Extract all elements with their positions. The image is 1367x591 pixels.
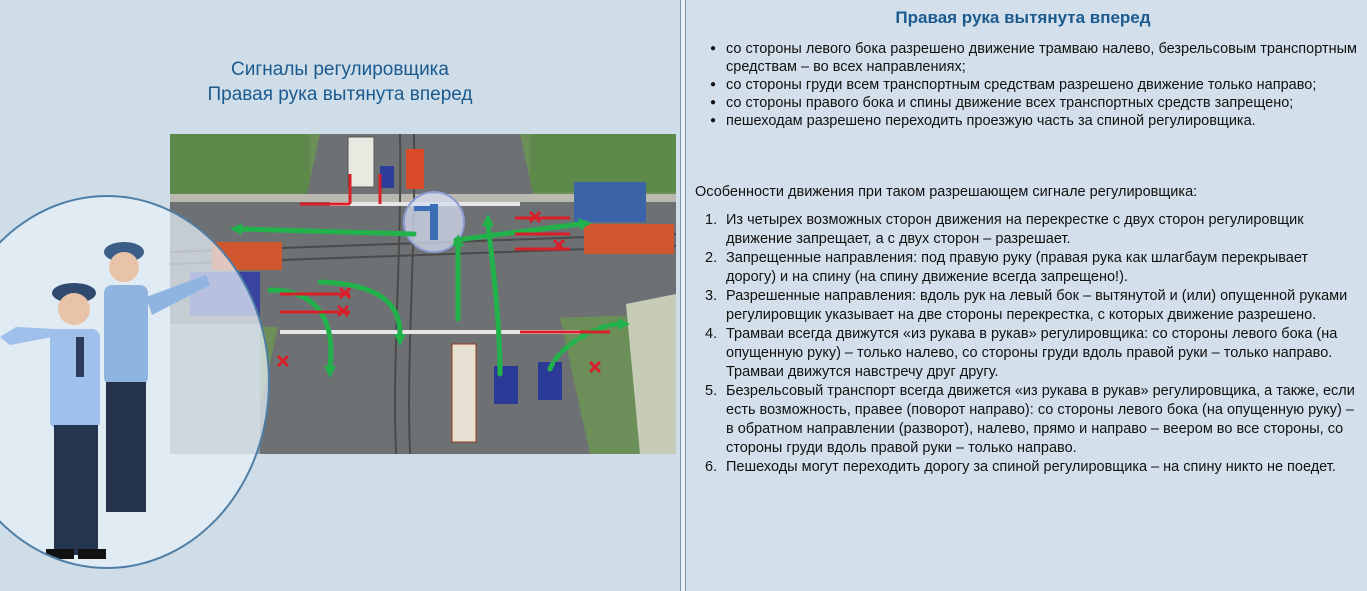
list-item: 2. Запрещенные направления: под правую ру…	[705, 249, 1355, 287]
right-title: Правая рука вытянута вперед	[895, 8, 1151, 27]
pane-divider[interactable]	[680, 0, 686, 591]
left-title-line1: Сигналы регулировщика	[231, 59, 449, 80]
list-item: со стороны груди всем транспортным средс…	[708, 76, 1358, 94]
list-item: 4. Трамваи всегда движутся «из рукава в р…	[705, 325, 1355, 382]
features-subheading: Особенности движения при таком разрешающ…	[695, 184, 1198, 200]
truck-vehicle	[574, 182, 646, 222]
item-number: 2.	[705, 250, 718, 266]
tram-vehicle-top	[406, 149, 424, 189]
list-item: со стороны левого бока разрешено движени…	[708, 40, 1358, 76]
bus-vehicle	[347, 136, 375, 188]
left-title: Сигналы регулировщика Правая рука вытяну…	[0, 57, 680, 107]
numbered-list: 1. Из четырех возможных сторон движения н…	[705, 211, 1355, 477]
item-text: Безрельсовый транспорт всегда движется «…	[726, 383, 1355, 456]
item-text: Пешеходы могут переходить дорогу за спин…	[726, 459, 1336, 475]
item-number: 5.	[705, 383, 718, 399]
item-number: 1.	[705, 212, 718, 228]
list-item: 5. Безрельсовый транспорт всегда движется…	[705, 382, 1355, 458]
item-text: Разрешенные направления: вдоль рук на ле…	[726, 288, 1348, 323]
item-number: 3.	[705, 288, 718, 304]
traffic-officer-illustration	[0, 195, 270, 569]
item-text: Запрещенные направления: под правую руку…	[726, 250, 1309, 285]
bullet-list: со стороны левого бока разрешено движени…	[708, 40, 1358, 130]
list-item: 3. Разрешенные направления: вдоль рук на …	[705, 287, 1355, 325]
list-item: 6. Пешеходы могут переходить дорогу за сп…	[705, 458, 1355, 477]
item-number: 4.	[705, 326, 718, 342]
tram-vehicle-right	[584, 224, 674, 254]
list-item: пешеходам разрешено переходить проезжую …	[708, 112, 1358, 130]
tram-vehicle-bottom	[451, 343, 477, 443]
car-vehicle	[380, 166, 394, 188]
left-title-line2: Правая рука вытянута вперед	[207, 84, 473, 105]
item-text: Трамваи всегда движутся «из рукава в рук…	[726, 326, 1338, 380]
item-number: 6.	[705, 459, 718, 475]
list-item: 1. Из четырех возможных сторон движения н…	[705, 211, 1355, 249]
list-item: со стороны правого бока и спины движение…	[708, 94, 1358, 112]
item-text: Из четырех возможных сторон движения на …	[726, 212, 1304, 247]
